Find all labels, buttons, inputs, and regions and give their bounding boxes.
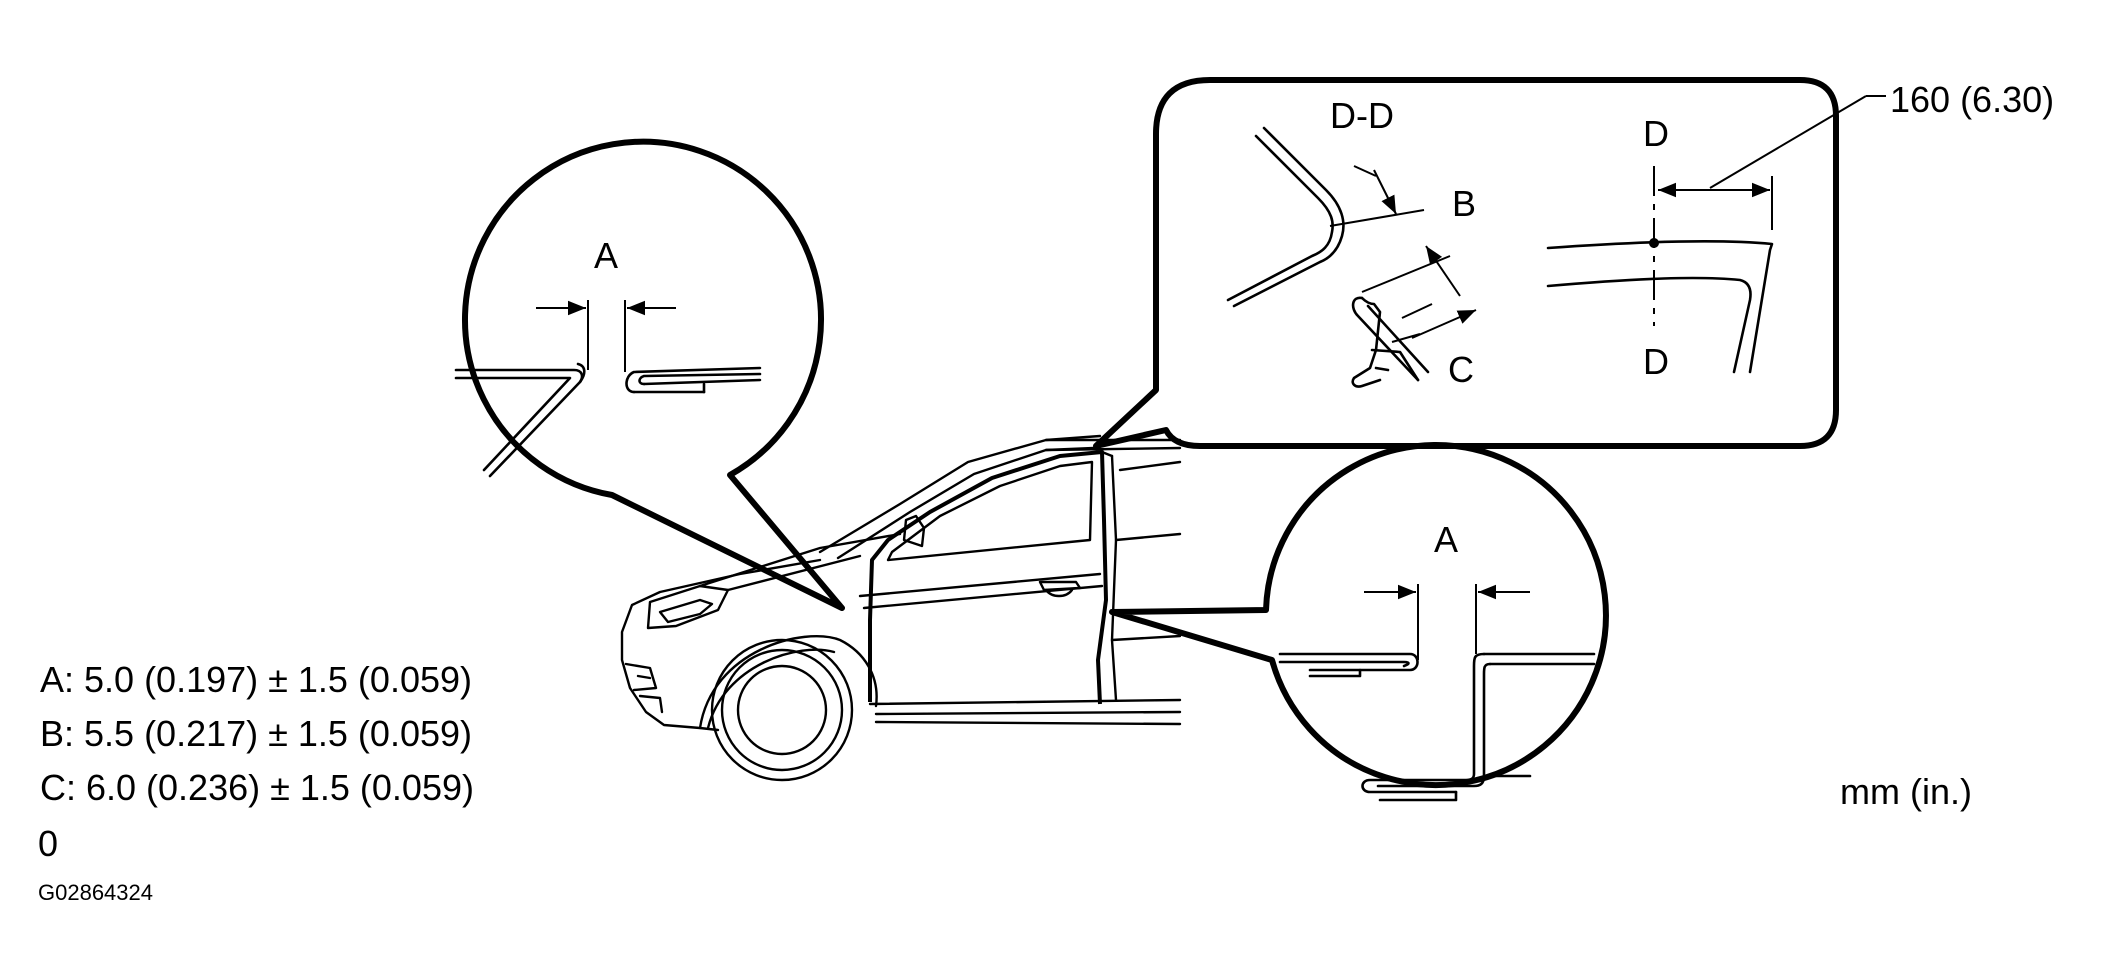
callout-dimension-label: 160 (6.30)	[1890, 79, 2054, 120]
dimension-leader	[1709, 95, 1867, 189]
dimension-a-label-right: A	[1434, 519, 1458, 560]
spec-b: B: 5.5 (0.217) ± 1.5 (0.059)	[40, 713, 472, 754]
spec-c: C: 6.0 (0.236) ± 1.5 (0.059)	[40, 767, 474, 808]
section-title: D-D	[1330, 95, 1394, 136]
dimension-a-label-left: A	[594, 235, 618, 276]
section-callout-box: D-D B C D D	[1093, 77, 1839, 449]
stray-character: 0	[38, 823, 58, 864]
units-label: mm (in.)	[1840, 771, 1972, 812]
specification-list: A: 5.0 (0.197) ± 1.5 (0.059) B: 5.5 (0.2…	[40, 659, 474, 808]
dimension-c-label: C	[1448, 349, 1474, 390]
spec-a: A: 5.0 (0.197) ± 1.5 (0.059)	[40, 659, 472, 700]
detail-circle-right: A	[1109, 441, 1609, 802]
dimension-b-label: B	[1452, 183, 1476, 224]
car-illustration	[620, 434, 1182, 782]
figure-code: G02864324	[38, 880, 153, 905]
detail-circle-left: A	[454, 138, 845, 611]
section-mark-bottom: D	[1643, 341, 1669, 382]
section-mark-top: D	[1643, 113, 1669, 154]
